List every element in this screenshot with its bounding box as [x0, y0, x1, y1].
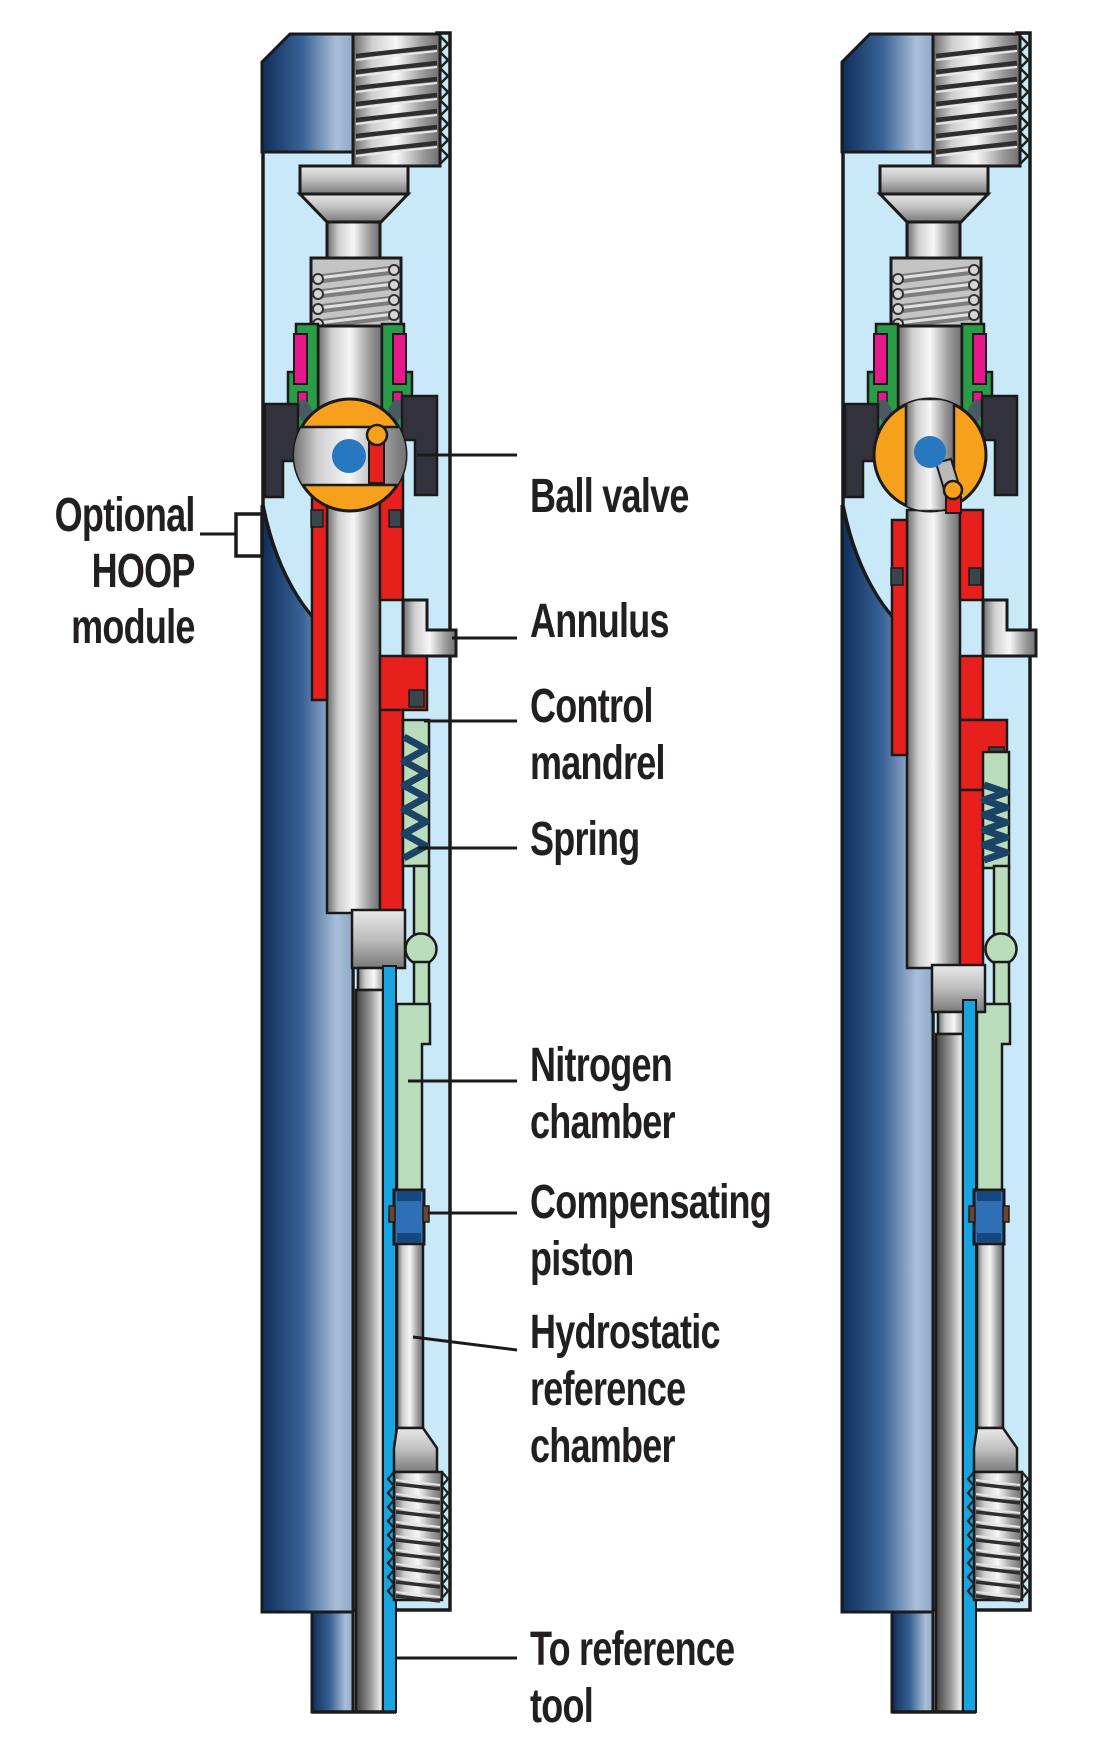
reference-line-tube — [962, 999, 977, 1713]
label-spring: Spring — [530, 813, 640, 866]
spring-coil — [980, 781, 1010, 864]
top-thread — [931, 32, 1030, 168]
ball-housing — [843, 394, 1019, 499]
hydrostatic-rod — [975, 1242, 1005, 1430]
label-compensating-piston: Compensating piston — [530, 1176, 772, 1286]
compensating-piston — [388, 1188, 430, 1246]
label-optional-hoop-module: Optional HOOP module — [55, 489, 196, 654]
top-coupling — [840, 32, 935, 154]
pointer-lines — [200, 453, 518, 1660]
inner-rod — [354, 988, 385, 1714]
label-to-reference-tool: To reference tool — [530, 1623, 735, 1733]
compensating-piston — [968, 1188, 1010, 1246]
top-coupling — [260, 32, 355, 154]
lower-housing-stub — [890, 1610, 935, 1714]
power-spring — [889, 256, 983, 330]
bottom-thread — [966, 1470, 1030, 1603]
ball-housing — [263, 394, 439, 499]
top-thread — [351, 32, 450, 168]
hoop-module-bracket — [234, 512, 264, 558]
ball-valve — [872, 397, 988, 514]
ball-valve — [292, 397, 408, 513]
power-spring — [309, 256, 403, 330]
tool-view-closed — [260, 31, 458, 1714]
hydrostatic-rod — [395, 1242, 425, 1430]
label-hydrostatic-reference-chamber: Hydrostatic reference chamber — [530, 1306, 721, 1473]
tool-view-open — [840, 31, 1038, 1714]
bottom-thread — [386, 1470, 450, 1603]
lower-housing-stub — [310, 1610, 355, 1714]
label-annulus: Annulus — [530, 595, 669, 648]
annulus-port — [981, 598, 1038, 658]
inner-rod — [934, 1032, 965, 1714]
label-ball-valve: Ball valve — [530, 470, 689, 523]
spring-coil — [400, 733, 430, 862]
label-nitrogen-chamber: Nitrogen chamber — [530, 1039, 676, 1149]
annulus-port — [401, 598, 458, 658]
label-control-mandrel: Control mandrel — [530, 680, 666, 790]
